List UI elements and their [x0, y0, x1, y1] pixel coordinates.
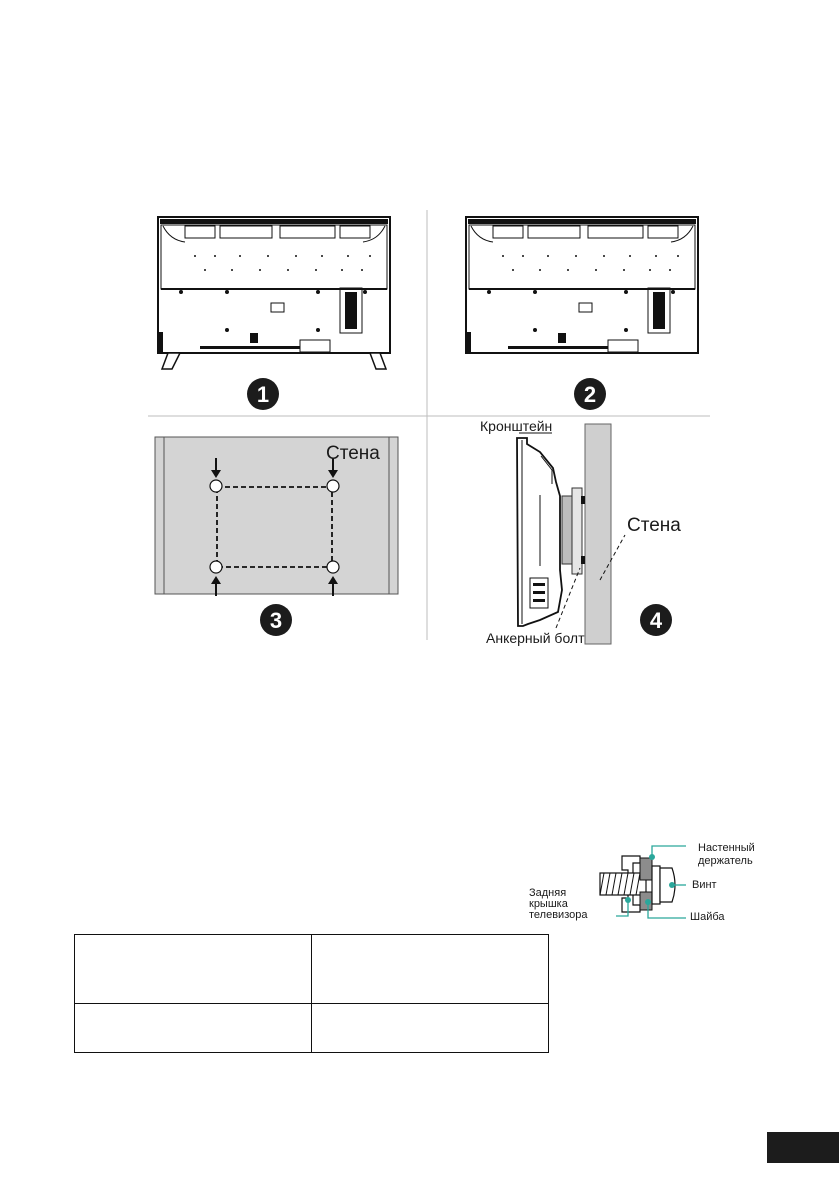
svg-text:3: 3 [270, 608, 282, 633]
wall-drilling-pattern-illustration [154, 436, 399, 596]
svg-text:1: 1 [257, 382, 269, 407]
step-badge-2: 2 [574, 378, 606, 410]
wall-holder-label: Настенный держатель [698, 842, 755, 867]
table-cell [74, 934, 312, 1004]
table-cell [311, 934, 549, 1004]
wall-label-step3: Стена [326, 443, 380, 464]
page-tab-marker [767, 1132, 839, 1163]
wall-label-step4: Стена [627, 515, 681, 536]
back-cover-label: Задняя крышка телевизора [529, 887, 588, 921]
table-row [74, 1003, 549, 1053]
step-badge-3: 3 [260, 604, 292, 636]
tv-back-without-stand-illustration [465, 216, 699, 354]
screw-label: Винт [692, 879, 717, 891]
tv-side-mounted-illustration [516, 423, 626, 645]
spec-table [74, 934, 549, 1053]
table-cell [74, 1003, 312, 1053]
step-badge-4: 4 [640, 604, 672, 636]
svg-text:4: 4 [650, 608, 663, 633]
step-badge-1: 1 [247, 378, 279, 410]
svg-text:2: 2 [584, 382, 596, 407]
wall-mount-figure: Стена Кронштейн Стена Анкерный болт 1 2 [148, 210, 710, 646]
screw-assembly-diagram [599, 845, 686, 919]
table-cell [311, 1003, 549, 1053]
table-row [74, 934, 549, 1004]
washer-label: Шайба [690, 911, 725, 923]
bracket-label: Кронштейн [480, 418, 552, 434]
tv-back-with-stand-illustration [157, 216, 391, 370]
anchor-bolt-label: Анкерный болт [486, 630, 585, 646]
